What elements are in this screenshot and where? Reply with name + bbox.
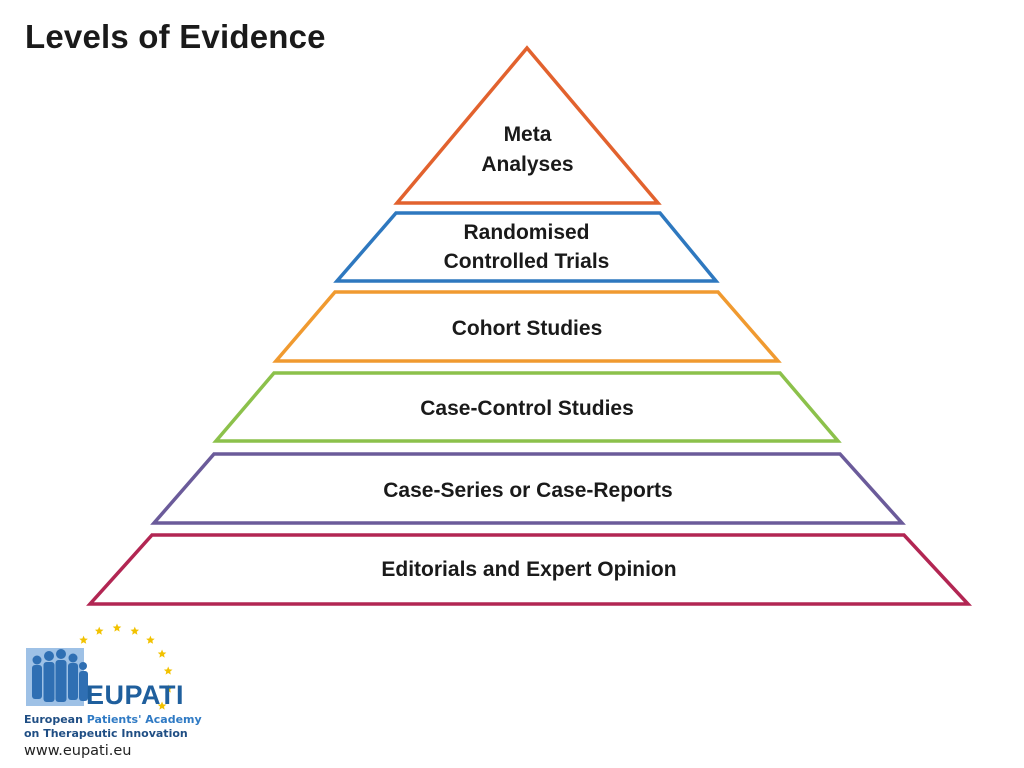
tier-label-analyses: Analyses — [481, 153, 573, 176]
pyramid-tier-5 — [150, 452, 906, 525]
eupati-emblem-icon — [26, 623, 173, 710]
pyramid-tier-1 — [393, 45, 662, 205]
tier-label-randomised: Randomised — [463, 221, 589, 244]
tier-label-controlled-trials: Controlled Trials — [444, 250, 610, 273]
logo-star-icon — [112, 623, 122, 632]
logo-tagline-1: European Patients' Academy — [24, 713, 202, 726]
logo-url: www.eupati.eu — [24, 743, 132, 759]
tier-label-case-series-or-case-reports: Case-Series or Case-Reports — [383, 479, 672, 502]
tier-label-cohort-studies: Cohort Studies — [452, 317, 603, 340]
tier-label-editorials-and-expert-opinion: Editorials and Expert Opinion — [381, 558, 676, 581]
tier-label-meta: Meta — [504, 123, 552, 146]
logo-star-icon — [157, 701, 167, 710]
eupati-logo: EUPATI European Patients' Academy on The… — [20, 618, 202, 763]
pyramid-tier-4 — [212, 371, 842, 443]
logo-tagline-2: on Therapeutic Innovation — [24, 727, 188, 740]
logo-star-icon — [163, 666, 173, 675]
logo-star-icon — [79, 635, 88, 644]
logo-star-icon — [163, 684, 173, 693]
pyramid-tier-3 — [272, 290, 782, 363]
pyramid-tier-6 — [86, 533, 973, 606]
pyramid-tier-2 — [333, 211, 720, 283]
tier-label-case-control-studies: Case-Control Studies — [420, 397, 634, 420]
logo-star-icon — [94, 626, 104, 635]
slide-title: Levels of Evidence — [25, 18, 326, 55]
logo-star-icon — [146, 635, 155, 644]
logo-wordmark: EUPATI — [86, 680, 185, 710]
logo-star-icon — [130, 626, 140, 635]
logo-star-icon — [157, 649, 167, 658]
